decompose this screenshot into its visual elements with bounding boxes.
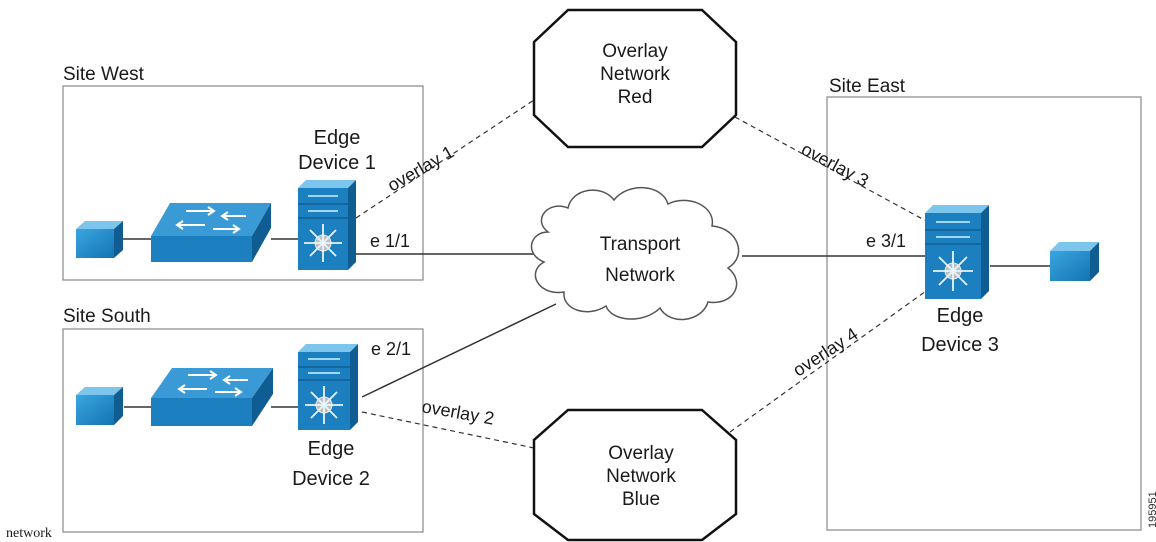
overlay-2-label: overlay 2 (420, 396, 495, 428)
site-east-box (826, 96, 1142, 531)
overlay-red-label-1: Overlay (602, 41, 668, 62)
transport-network-cloud (530, 186, 740, 321)
site-east-label: Site East (829, 76, 906, 97)
switch-south-icon (151, 368, 273, 426)
overlay-blue-label-1: Overlay (608, 443, 674, 464)
overlay-1-label: overlay 1 (384, 142, 457, 196)
overlay-3-line (734, 116, 929, 223)
interface-e31-label: e 3/1 (866, 231, 906, 251)
host-south-icon (76, 387, 123, 425)
host-west-icon (76, 221, 123, 258)
edge-device-1-label-1: Edge (314, 127, 361, 149)
edge-device-2-label-1: Edge (308, 438, 355, 460)
edge-device-3-icon (925, 205, 989, 299)
overlay-2-line (361, 411, 535, 449)
overlay-network-blue-shape (532, 408, 738, 542)
overlay-blue-label-3: Blue (622, 489, 660, 510)
host-east-icon (1050, 242, 1099, 281)
overlay-red-label-2: Network (600, 64, 670, 85)
edge-device-2-icon (298, 344, 358, 430)
overlay-network-red-shape (532, 8, 738, 149)
interface-e21-label: e 2/1 (371, 339, 411, 359)
overlay-red-label-3: Red (618, 87, 653, 108)
overlay-blue-label-2: Network (606, 466, 676, 487)
link-edge2-transport (361, 303, 557, 398)
site-south-label: Site South (63, 306, 151, 327)
caption-text: network (6, 526, 52, 541)
switch-west-icon (151, 203, 271, 262)
transport-label-2: Network (605, 265, 675, 286)
site-south-box (62, 328, 424, 533)
overlay-4-label: overlay 4 (789, 324, 861, 381)
overlay-3-label: overlay 3 (798, 139, 872, 191)
edge-device-2-label-2: Device 2 (292, 468, 370, 490)
edge-device-1-label-2: Device 1 (298, 152, 376, 174)
site-west-box (62, 85, 424, 281)
site-west-label: Site West (63, 64, 145, 85)
edge-device-1-icon (298, 180, 356, 270)
overlay-4-line (729, 290, 927, 433)
edge-device-3-label-1: Edge (937, 305, 984, 327)
interface-e11-label: e 1/1 (370, 231, 410, 251)
figure-id: 195951 (1147, 491, 1156, 528)
edge-device-3-label-2: Device 3 (921, 334, 999, 356)
transport-label-1: Transport (600, 234, 681, 255)
